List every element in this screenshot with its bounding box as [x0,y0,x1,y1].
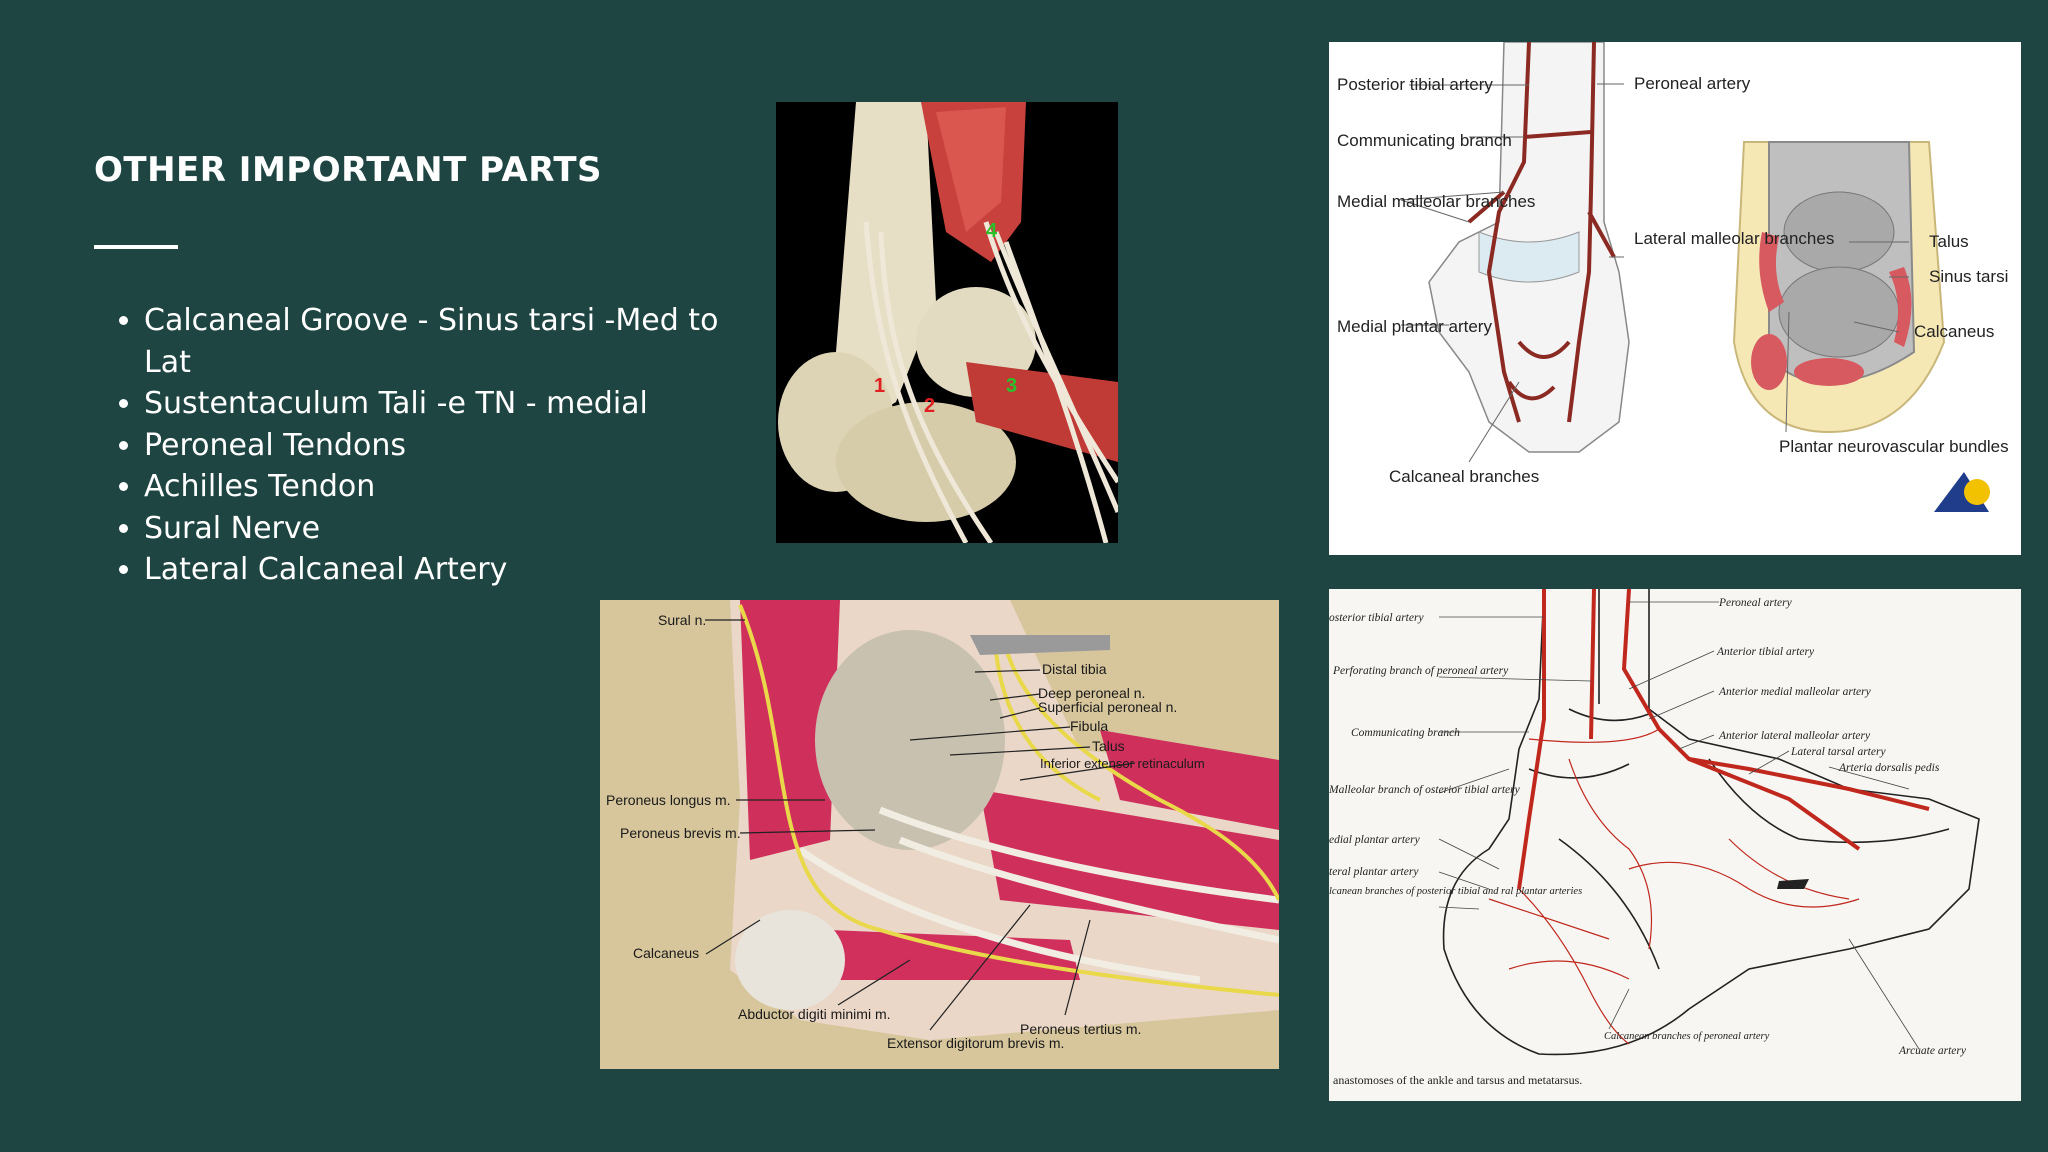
label-peroneus-brevis: Peroneus brevis m. [620,825,741,841]
bullet-item: Achilles Tendon [144,466,774,508]
nerve-dissection-drawing: Sural n. Distal tibia Deep peroneal n. S… [600,600,1279,1069]
label-sural-nerve: Sural n. [658,612,706,628]
label-dorsalis-pedis: Arteria dorsalis pedis [1838,762,1940,774]
ankle-3d-drawing: 1 2 3 4 [776,102,1118,543]
nerve-dissection-image: Sural n. Distal tibia Deep peroneal n. S… [600,600,1279,1069]
label-anterior-tibial: Anterior tibial artery [1716,646,1815,658]
marker-3: 3 [1006,375,1017,397]
label-abductor: Abductor digiti minimi m. [738,1006,891,1022]
label-lateral-tarsal: Lateral tarsal artery [1790,746,1886,758]
bullet-item: Calcaneal Groove - Sinus tarsi -Med to L… [144,300,774,383]
marker-1: 1 [874,375,885,397]
label-malleolar-branch: Malleolar branch of osterior tibial arte… [1329,784,1521,796]
label-talus: Talus [1929,232,1969,251]
label-ant-lat-malleolar: Anterior lateral malleolar artery [1718,730,1871,742]
marker-2: 2 [924,395,935,417]
label-fibula: Fibula [1070,718,1108,734]
label-communicating: Communicating branch [1351,727,1460,739]
label-inferior-extensor: Inferior extensor retinaculum [1040,756,1205,771]
label-lateral-plantar: teral plantar artery [1329,866,1419,878]
bullet-item: Lateral Calcaneal Artery [144,549,774,591]
label-calcaneal: Calcaneal branches [1389,467,1539,486]
label-communicating: Communicating branch [1337,131,1512,150]
label-perforating: Perforating branch of peroneal artery [1332,665,1509,677]
bullet-item: Peroneal Tendons [144,425,774,467]
label-peroneal: Peroneal artery [1718,597,1793,609]
figure-caption: anastomoses of the ankle and tarsus and … [1333,1073,1582,1087]
label-peroneus-tertius: Peroneus tertius m. [1020,1021,1141,1037]
slide-title: OTHER IMPORTANT PARTS [94,150,603,190]
label-calcanean-branches: lcanean branches of posterior tibial and… [1329,886,1582,897]
marker-4: 4 [986,220,998,242]
label-distal-tibia: Distal tibia [1042,661,1107,677]
anastomoses-image: osterior tibial artery Perforating branc… [1329,589,2021,1101]
bullet-list: Calcaneal Groove - Sinus tarsi -Med to L… [110,300,774,591]
label-superficial-peroneal: Superficial peroneal n. [1038,699,1177,715]
label-ant-med-malleolar: Anterior medial malleolar artery [1718,686,1872,698]
bullet-item: Sustentaculum Tali -e TN - medial [144,383,774,425]
label-peroneus-longus: Peroneus longus m. [606,792,731,808]
label-extensor-digitorum: Extensor digitorum brevis m. [887,1035,1064,1051]
label-deep-peroneal: Deep peroneal n. [1038,685,1145,701]
label-calcaneus: Calcaneus [633,945,699,961]
label-posterior-tibial: osterior tibial artery [1329,612,1424,624]
label-arcuate: Arcuate artery [1898,1045,1967,1057]
title-underline [94,245,178,249]
anastomoses-drawing: osterior tibial artery Perforating branc… [1329,589,2021,1101]
label-medial-plantar: edial plantar artery [1329,834,1421,846]
label-medial-plantar: Medial plantar artery [1337,317,1492,336]
label-sinus-tarsi: Sinus tarsi [1929,267,2008,286]
artery-diagram-image: Posterior tibial artery Communicating br… [1329,42,2021,555]
bullet-item: Sural Nerve [144,508,774,550]
label-calcaneus: Calcaneus [1914,322,1994,341]
label-medial-malleolar: Medial malleolar branches [1337,192,1535,211]
label-peroneal: Peroneal artery [1634,74,1751,93]
label-lateral-malleolar: Lateral malleolar branches [1634,229,1834,248]
label-posterior-tibial: Posterior tibial artery [1337,75,1493,94]
label-talus: Talus [1092,738,1125,754]
label-plantar-bundles: Plantar neurovascular bundles [1779,437,2009,456]
ankle-3d-image: 1 2 3 4 [776,102,1118,543]
label-calcanean-peroneal: Calcanean branches of peroneal artery [1604,1031,1770,1042]
artery-diagram-drawing: Posterior tibial artery Communicating br… [1329,42,2021,555]
